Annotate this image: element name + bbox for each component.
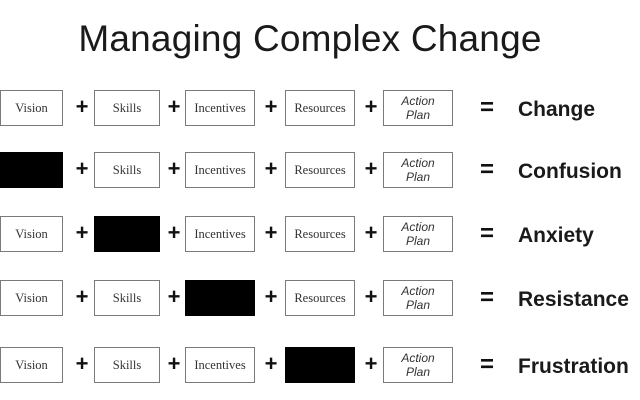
box-label-line: Action (401, 156, 435, 170)
incentives-box: Incentives (185, 152, 255, 188)
box-label-line: Plan (405, 298, 431, 312)
result-label: Frustration (518, 355, 629, 378)
incentives-box: Incentives (185, 347, 255, 383)
box-label-line: Action (401, 94, 435, 108)
box-label-line: Plan (405, 234, 431, 248)
plus-sign: + (167, 351, 181, 376)
incentives-box: Incentives (185, 90, 255, 126)
vision-box: Vision (0, 280, 63, 316)
plus-sign: + (75, 220, 89, 245)
skills-box: Skills (94, 90, 160, 126)
vision-box: Vision (0, 216, 63, 252)
plus-sign: + (75, 351, 89, 376)
box-label-line: Action (401, 284, 435, 298)
plus-sign: + (167, 284, 181, 309)
skills-box: Skills (94, 280, 160, 316)
result-label: Anxiety (518, 224, 594, 247)
result-label: Change (518, 98, 596, 121)
plus-sign: + (75, 94, 89, 119)
result-label: Resistance (518, 288, 629, 311)
incentives-box: Incentives (185, 216, 255, 252)
plus-sign: + (264, 220, 278, 245)
result-label: Confusion (518, 160, 622, 183)
plus-sign: + (364, 351, 378, 376)
plus-sign: + (264, 284, 278, 309)
plus-sign: + (264, 351, 278, 376)
box-label-line: Action (401, 220, 435, 234)
plus-sign: + (167, 94, 181, 119)
plus-sign: + (264, 94, 278, 119)
plus-sign: + (264, 156, 278, 181)
missing-skills-box (94, 216, 160, 252)
equals-sign: = (479, 351, 494, 378)
resources-box: Resources (285, 90, 355, 126)
vision-box: Vision (0, 90, 63, 126)
skills-box: Skills (94, 152, 160, 188)
diagram-title: Managing Complex Change (78, 18, 542, 59)
missing-resources-box (285, 347, 355, 383)
plus-sign: + (364, 220, 378, 245)
skills-box: Skills (94, 347, 160, 383)
equals-sign: = (479, 94, 494, 121)
plus-sign: + (364, 94, 378, 119)
equals-sign: = (479, 156, 494, 183)
plus-sign: + (167, 220, 181, 245)
missing-vision-box (0, 152, 63, 188)
box-label-line: Action (401, 351, 435, 365)
box-label-line: Plan (405, 108, 431, 122)
plus-sign: + (167, 156, 181, 181)
resources-box: Resources (285, 280, 355, 316)
plus-sign: + (75, 284, 89, 309)
box-label-line: Plan (405, 170, 431, 184)
box-label-line: Plan (405, 365, 431, 379)
plus-sign: + (364, 156, 378, 181)
resources-box: Resources (285, 152, 355, 188)
equation-row: Vision+Skills+Incentives+Resources+Actio… (0, 90, 640, 130)
missing-incentives-box (185, 280, 255, 316)
equals-sign: = (479, 220, 494, 247)
plus-sign: + (364, 284, 378, 309)
equals-sign: = (479, 284, 494, 311)
vision-box: Vision (0, 347, 63, 383)
plus-sign: + (75, 156, 89, 181)
resources-box: Resources (285, 216, 355, 252)
